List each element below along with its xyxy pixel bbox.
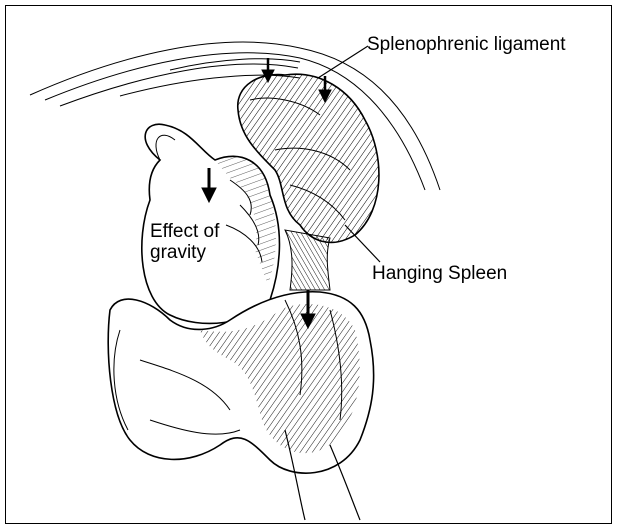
gravity-label-line1: Effect of xyxy=(150,221,219,242)
leader-spleen xyxy=(345,225,380,262)
splenophrenic-ligament-label: Splenophrenic ligament xyxy=(367,34,566,55)
gravity-label-line2: gravity xyxy=(150,242,206,263)
colon xyxy=(108,292,373,520)
hanging-spleen-label: Hanging Spleen xyxy=(372,263,507,284)
effect-of-gravity-label: Effect of gravity xyxy=(150,221,240,263)
pedicle xyxy=(285,230,330,290)
